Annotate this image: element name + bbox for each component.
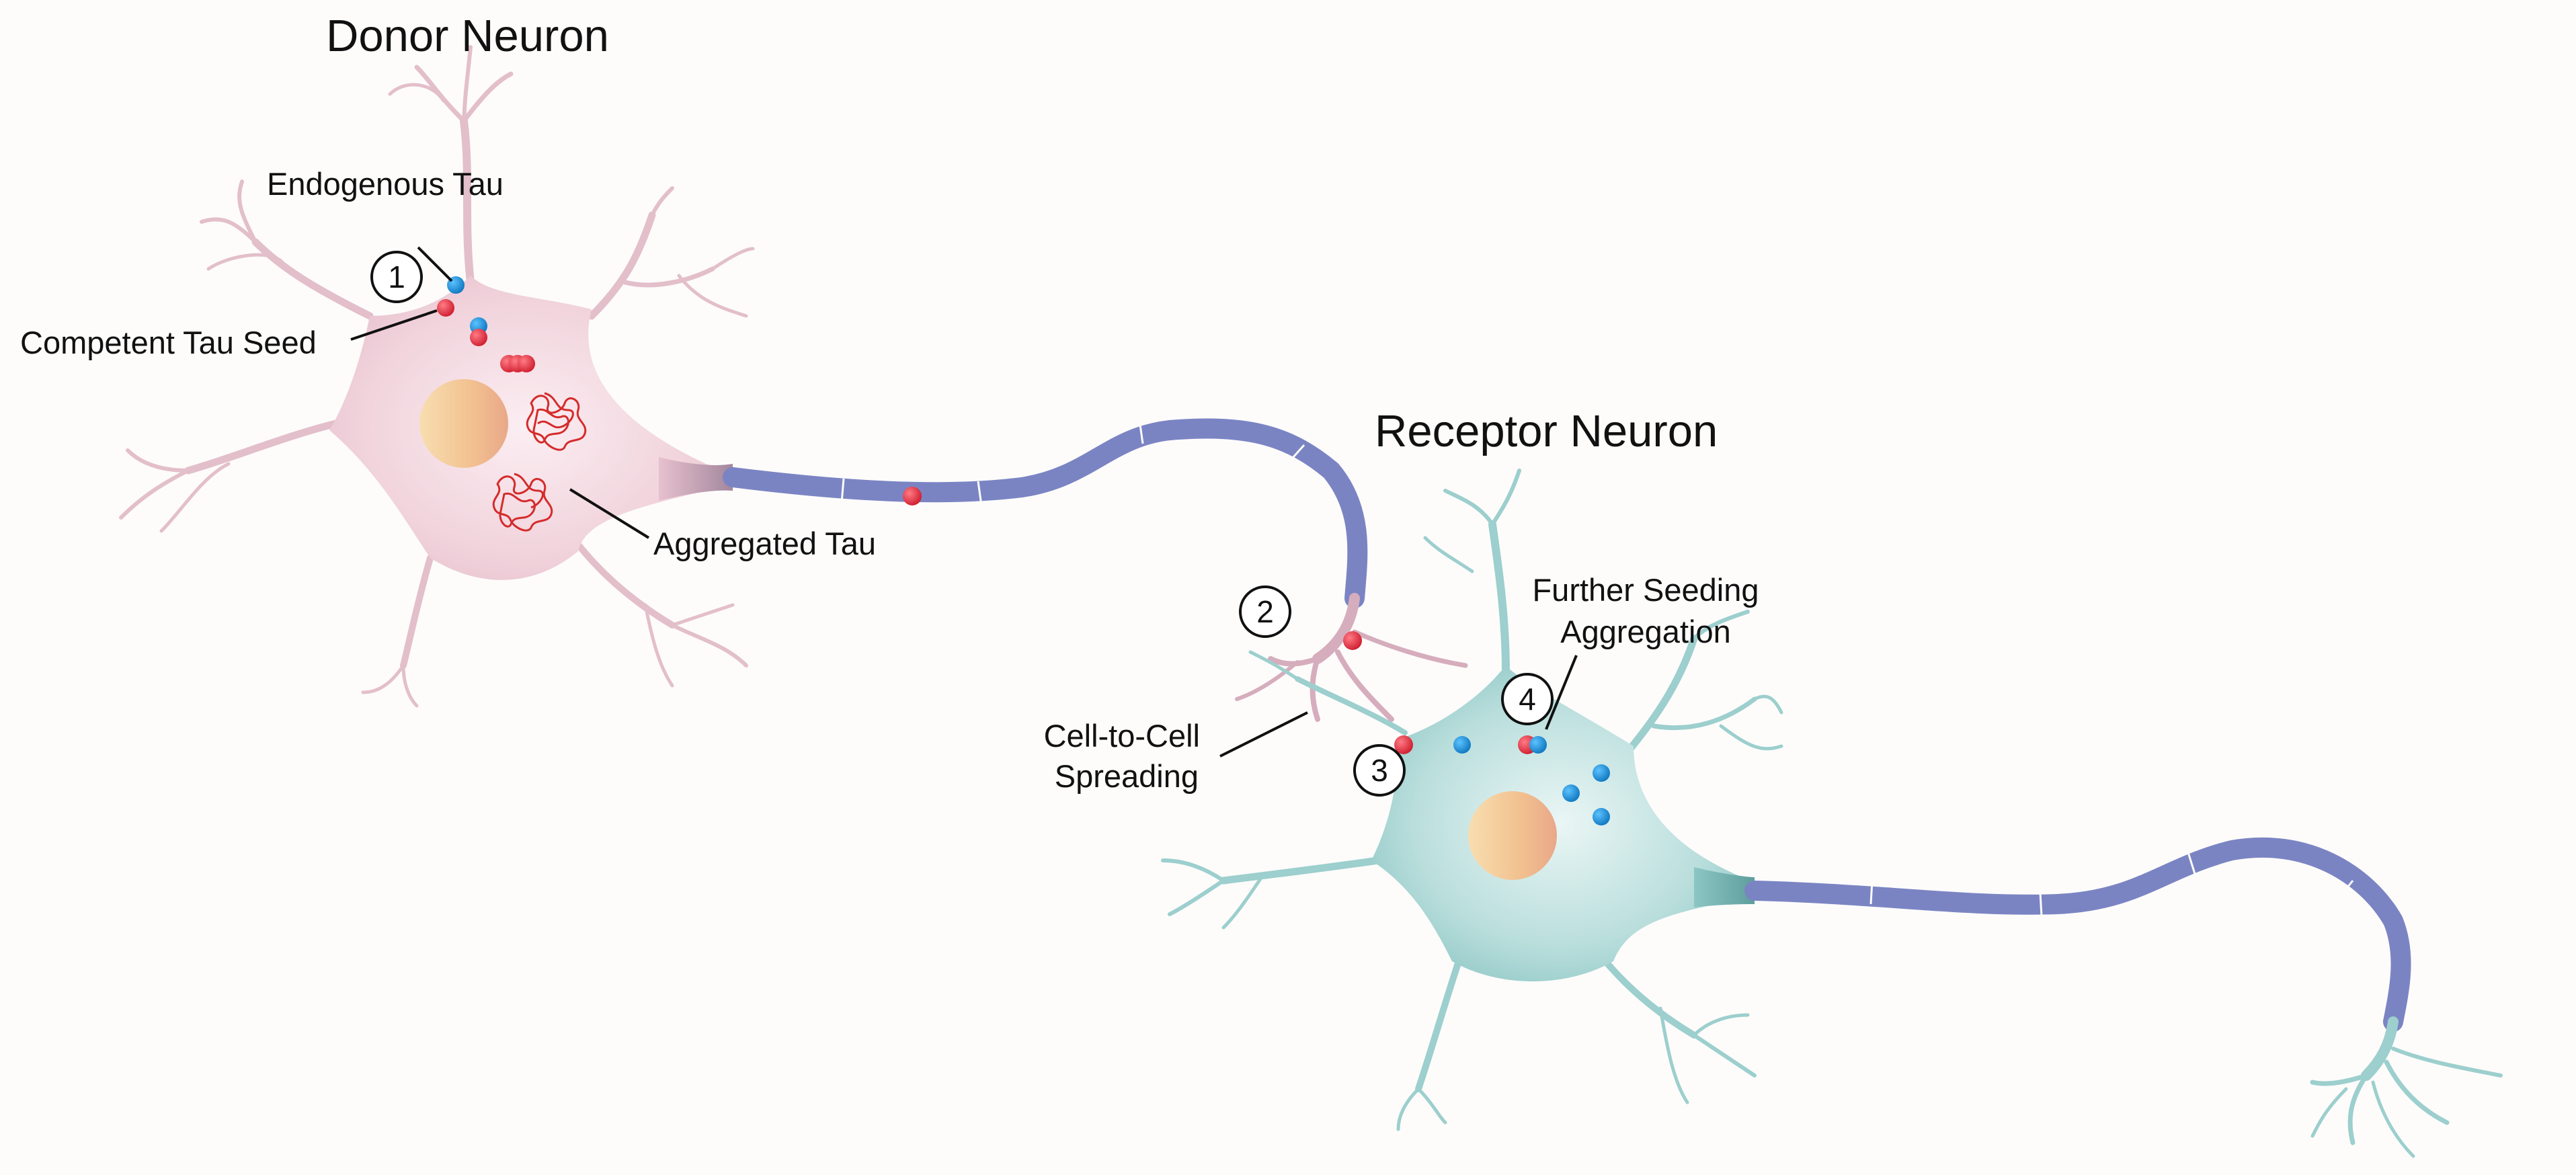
step-number: 2 — [1256, 594, 1274, 629]
receptor-axon — [1744, 837, 2411, 1032]
receptor-nucleus — [1468, 791, 1557, 880]
receptor-soma — [1371, 665, 1750, 981]
further-seeding-label-line2: Aggregation — [1560, 614, 1730, 649]
receptor-dendrites — [1161, 469, 1783, 1131]
receptor-neuron — [1161, 469, 1783, 1131]
axon-myelin-gaps — [1869, 852, 2354, 917]
tau-seed-particle — [1343, 631, 1362, 650]
tau-seed-particle — [518, 355, 535, 372]
tau-seed-particle — [903, 487, 922, 505]
tau-seed-particle — [1394, 735, 1413, 754]
donor-dendrites — [119, 45, 755, 708]
donor-axon-terminal — [1235, 593, 1468, 722]
cell-to-cell-label-line1: Cell-to-Cell — [1044, 718, 1200, 754]
cell-to-cell-label-line2: Spreading — [1055, 758, 1199, 794]
competent-tau-seed-label: Competent Tau Seed — [20, 325, 317, 360]
endogenous-tau-particle — [1529, 736, 1547, 754]
aggregated-tau — [492, 392, 587, 532]
aggregated-tau-label: Aggregated Tau — [653, 526, 876, 561]
receptor-neuron-title: Receptor Neuron — [1375, 406, 1718, 456]
endogenous-tau-particle — [1593, 808, 1610, 825]
step-marker-4: 4 — [1501, 673, 1554, 725]
step-marker-3: 3 — [1353, 744, 1406, 797]
step-marker-1: 1 — [370, 251, 423, 303]
donor-soma — [329, 276, 721, 580]
receptor-axon-hillock — [1694, 867, 1755, 907]
leader-lines — [350, 246, 1578, 758]
tau-seed-particle — [470, 329, 487, 346]
step-number: 1 — [388, 259, 405, 294]
receptor-axon-terminal — [2310, 1016, 2503, 1158]
further-seeding-label-line1: Further Seeding — [1532, 572, 1759, 608]
tau-seed-particle — [437, 299, 454, 317]
donor-nucleus — [419, 379, 508, 468]
donor-axon-hillock — [659, 457, 733, 501]
step-number: 4 — [1519, 682, 1536, 717]
endogenous-tau-particle — [1593, 764, 1610, 782]
axon-myelin-gaps — [840, 419, 1305, 506]
endogenous-tau-particle — [1453, 736, 1471, 754]
step-marker-2: 2 — [1239, 585, 1291, 638]
endogenous-tau-particle — [1562, 784, 1580, 802]
donor-neuron-title: Donor Neuron — [326, 11, 609, 61]
donor-neuron — [119, 45, 755, 708]
endogenous-tau-label: Endogenous Tau — [267, 166, 504, 202]
step-number: 3 — [1371, 753, 1388, 788]
donor-axon — [723, 418, 1368, 608]
